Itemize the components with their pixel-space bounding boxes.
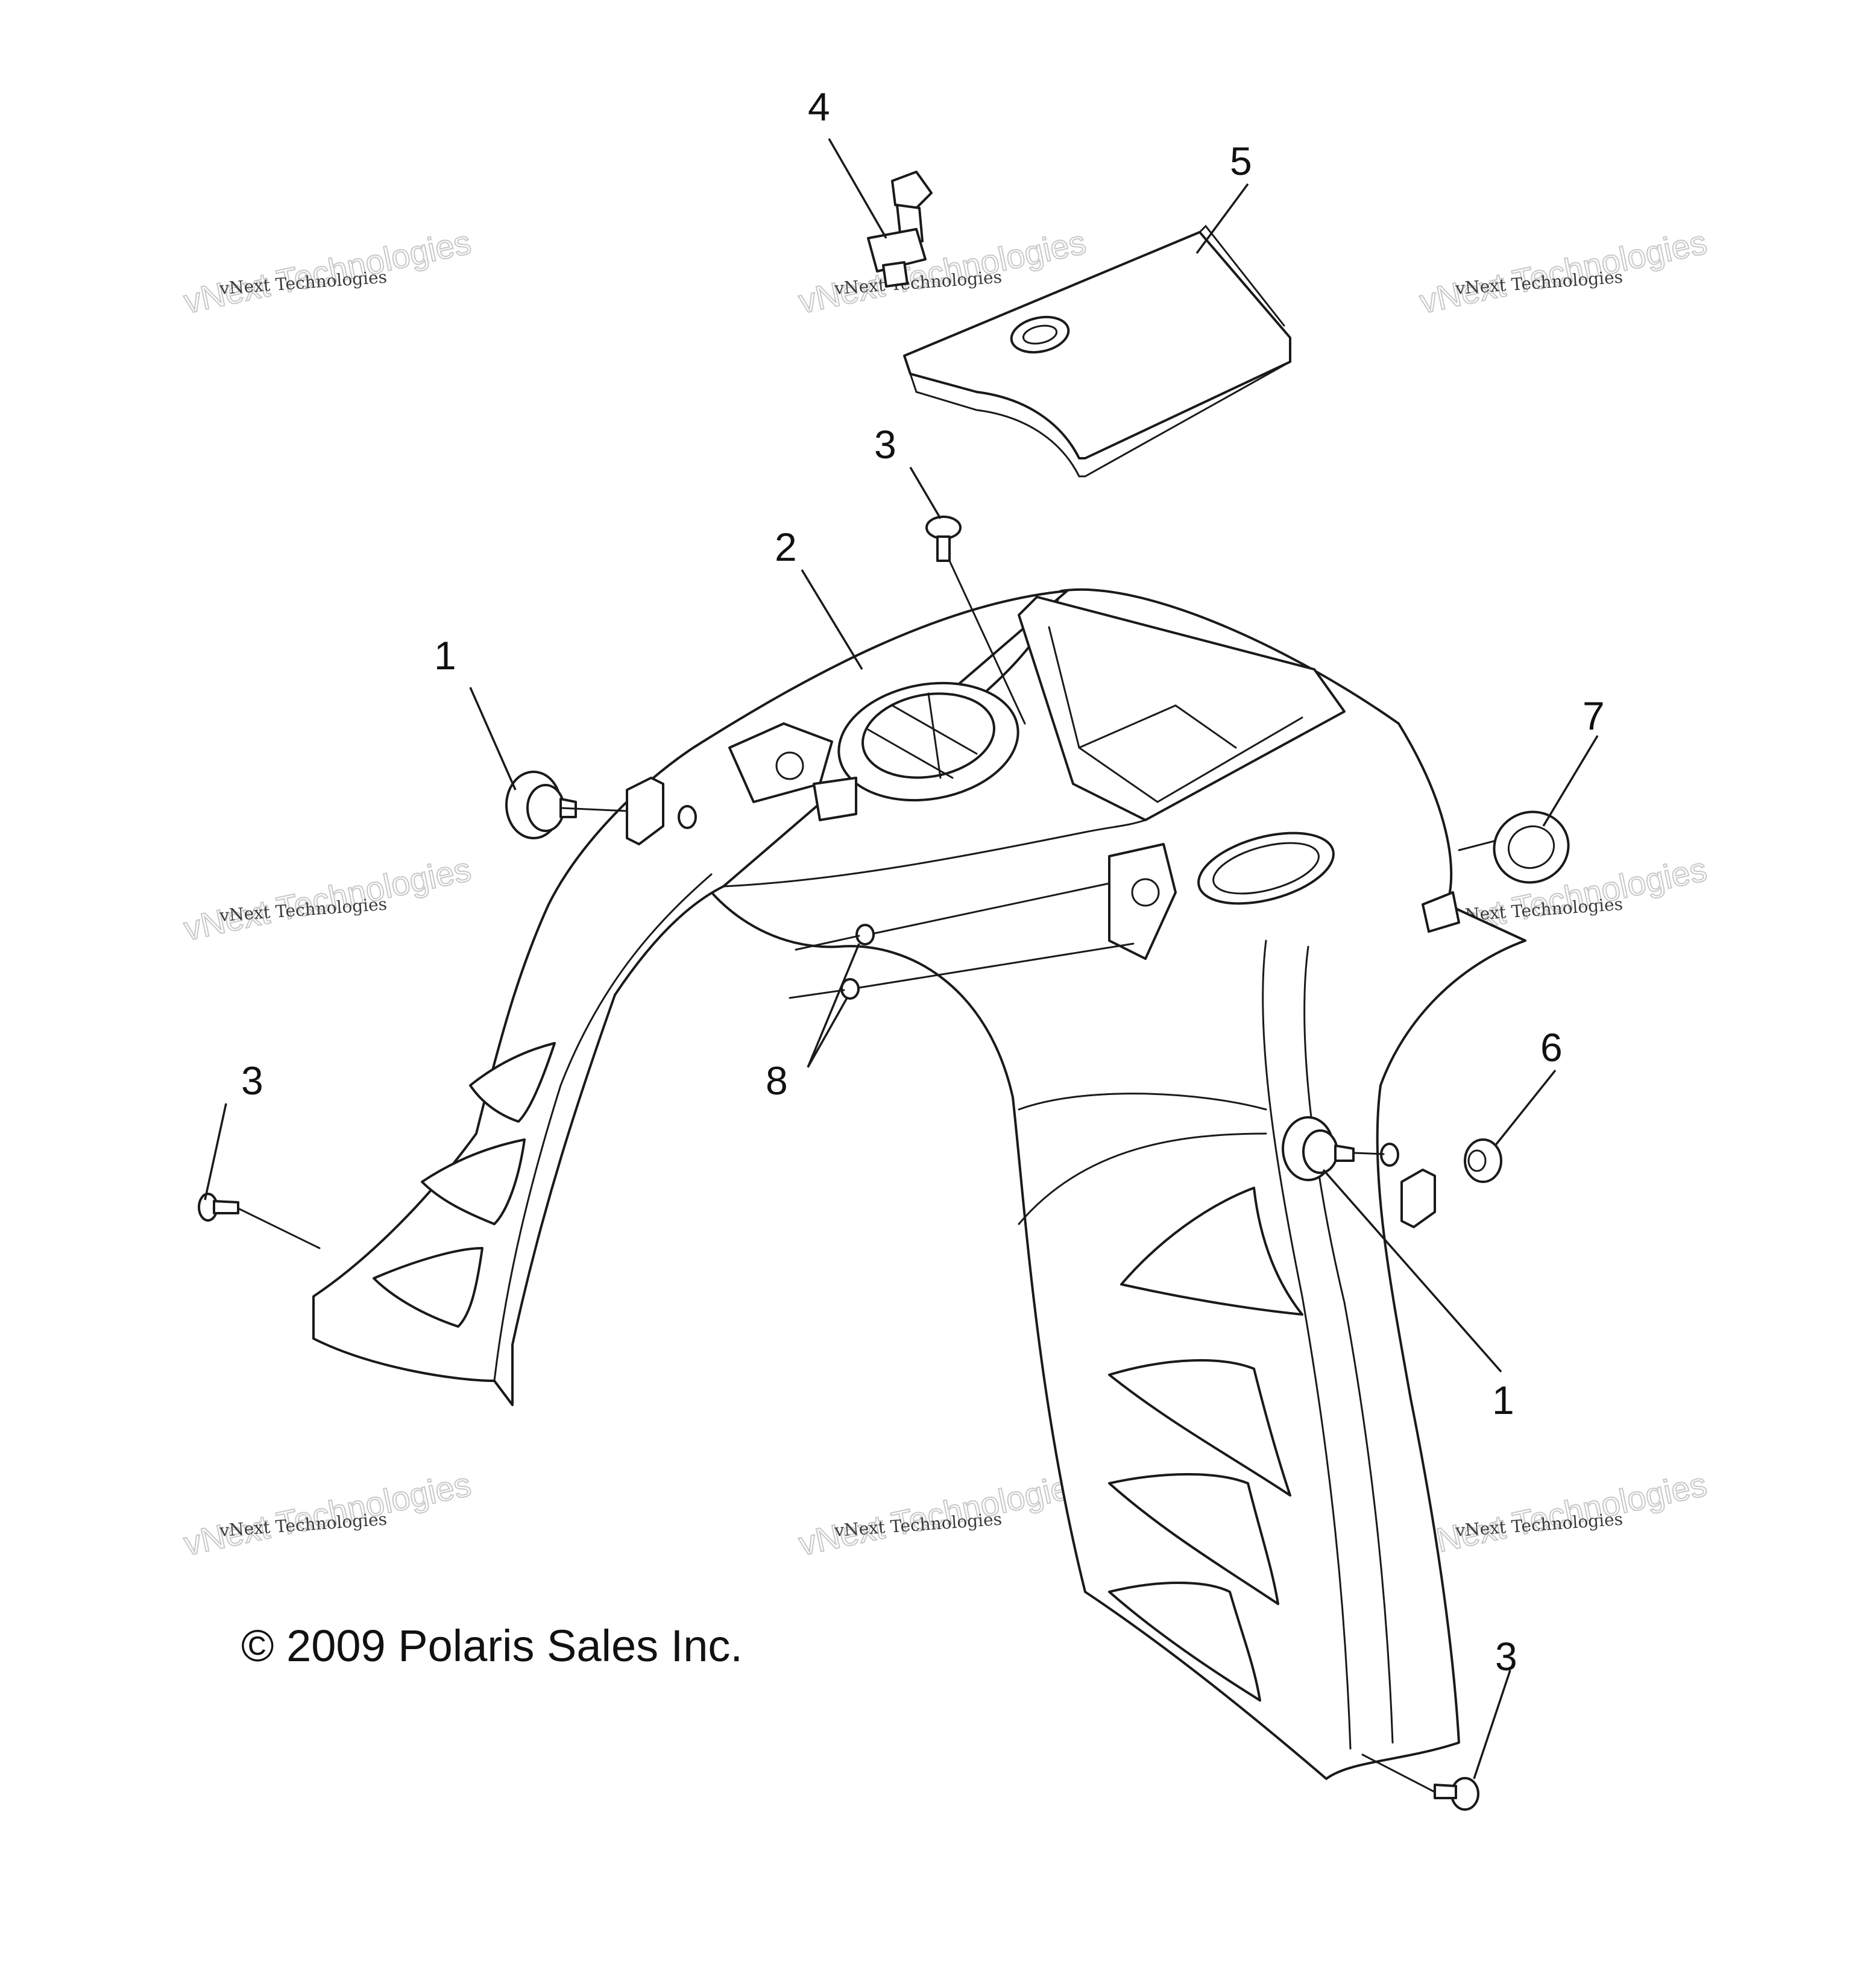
fastener-part-4	[867, 171, 933, 288]
callout-6: 6	[1540, 1025, 1563, 1070]
callout-3-left: 3	[241, 1058, 263, 1103]
callout-3-bottom-right: 3	[1495, 1634, 1517, 1679]
shroud-main-body	[312, 588, 1526, 1780]
callout-4: 4	[808, 84, 830, 129]
callout-1-right: 1	[1492, 1378, 1514, 1422]
assembly-lines	[237, 560, 1495, 1793]
callout-labels: 1 2 3 3 3 4 5 6 7 8 1	[241, 84, 1605, 1679]
cover-panel-part-5	[903, 224, 1291, 478]
rivet-part-8-upper	[795, 882, 1110, 951]
watermark-bottom-right: vNext Technologies vNext Technologies	[1416, 1464, 1710, 1563]
watermark-top-left: vNext Technologies vNext Technologies	[180, 222, 474, 321]
callout-5: 5	[1230, 139, 1252, 183]
callout-8: 8	[766, 1058, 788, 1103]
nut-part-6	[1464, 1138, 1502, 1183]
screw-part-3-left	[198, 1193, 239, 1222]
callout-3-top: 3	[874, 422, 896, 467]
watermark-bottom-left: vNext Technologies vNext Technologies	[180, 1464, 474, 1563]
watermark-top-right: vNext Technologies vNext Technologies	[1416, 222, 1710, 321]
grommet-part-1-right	[1282, 1116, 1399, 1181]
watermark-mid-left: vNext Technologies vNext Technologies	[180, 849, 474, 948]
clip-right	[1400, 1169, 1436, 1228]
rivet-part-8-lower	[789, 942, 1135, 1000]
clip-left	[626, 777, 697, 845]
callout-7: 7	[1583, 693, 1605, 738]
grommet-part-1-left	[505, 771, 577, 839]
copyright-notice: © 2009 Polaris Sales Inc.	[241, 1621, 743, 1671]
screw-part-3-bottom-right	[1434, 1777, 1479, 1811]
callout-1-left: 1	[434, 633, 456, 678]
callout-2: 2	[775, 525, 797, 569]
watermark-bottom-center: vNext Technologies vNext Technologies	[795, 1464, 1089, 1563]
gasket-part-7	[1493, 810, 1570, 884]
screw-part-3-top	[925, 516, 962, 562]
leader-lines	[204, 138, 1599, 1779]
